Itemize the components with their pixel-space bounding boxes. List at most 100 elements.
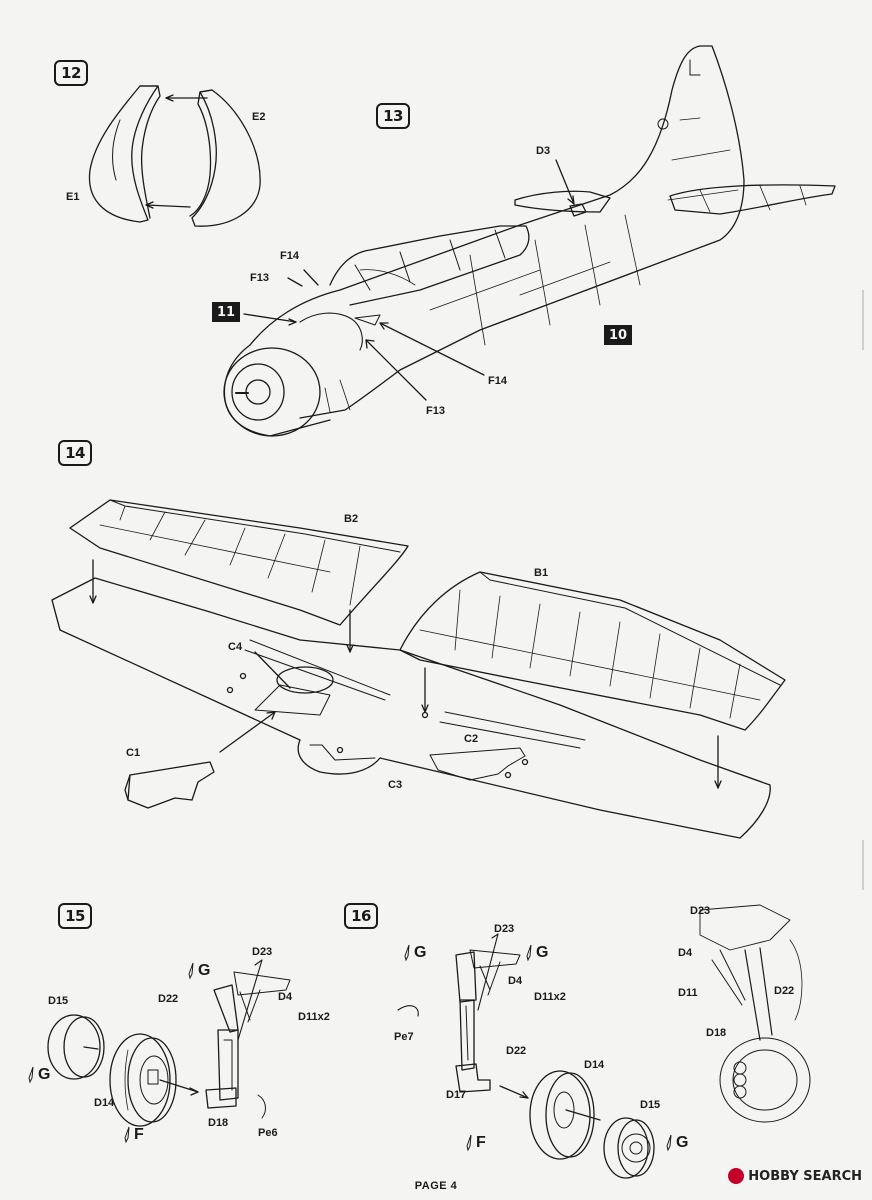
arrow-head [266,711,276,720]
part-label: D15 [640,1099,661,1111]
upper-wing-b2 [69,499,409,626]
part-label: D22 [774,985,795,997]
watermark-text: HOBBY SEARCH [748,1168,862,1184]
arrow-f14 [303,269,319,286]
arrow-f13 [287,277,303,287]
part-label: D18 [208,1117,229,1129]
part-label: E1 [66,191,80,203]
part-label: Pe7 [394,1031,414,1043]
part-label: D4 [508,975,523,987]
arrow-head [379,322,389,330]
ref-step-10: 10 [604,325,632,345]
part-label: B2 [344,513,359,525]
part-label: F13 [250,272,269,284]
part-c2 [429,747,526,781]
step16-wheel-d15 [603,1117,655,1179]
part-label: C4 [228,641,243,653]
arrow-head [365,339,375,349]
arrow-head [519,1091,529,1099]
paint-brush-icon [188,962,194,980]
paint-brush-icon [526,944,532,962]
part-label: C2 [464,733,479,745]
paint-brush-icon [466,1134,472,1152]
page-edge-mark [862,290,864,350]
step15-wheel-d15 [47,1014,105,1080]
arrow-strut-wheel [499,1085,529,1099]
paint-code: F [476,1134,486,1151]
paint-code: G [38,1066,51,1083]
part-label: F13 [426,405,445,417]
arrow-c1 [219,711,276,753]
part-label: D4 [278,991,293,1003]
part-label: D22 [158,993,179,1005]
paint-code: F [134,1126,144,1143]
reference-gear-sketch [699,904,811,1123]
arrow-d14 [159,1079,199,1093]
part-label: E2 [252,111,266,123]
part-label: D22 [506,1045,527,1057]
paint-callout: F [464,1134,486,1152]
page-number: PAGE 4 [414,1180,458,1192]
part-label: B1 [534,567,549,579]
paint-brush-icon [404,944,410,962]
part-label: D23 [252,946,273,958]
arrow-head [189,1087,199,1096]
part-label: F14 [280,250,299,262]
paint-brush-icon [124,1126,130,1144]
part-label: C1 [126,747,141,759]
arrow-head [89,595,97,604]
step16-strut [397,933,521,1093]
step15-wheel-d14 [109,1033,177,1127]
part-label: D4 [678,947,693,959]
part-label: D17 [446,1089,467,1101]
upper-wing-b1 [399,571,786,731]
paint-callout: G [664,1134,688,1152]
part-label: C3 [388,779,403,791]
arrow-head [165,94,174,102]
paint-brush-icon [28,1066,34,1084]
paint-brush-icon [666,1134,672,1152]
arrow-head [714,780,722,789]
arrow-d3 [555,159,575,205]
paint-callout: G [524,944,548,962]
part-label: F14 [488,375,507,387]
step15-strut [205,959,291,1119]
arrow-f14-b [379,322,485,376]
step16-wheel-d14 [529,1070,595,1160]
part-label: D18 [706,1027,727,1039]
ref-step-11: 11 [212,302,240,322]
page-edge-mark [862,840,864,890]
arrow-11 [243,313,297,323]
part-label: D11x2 [534,991,566,1003]
arrow-c4 [254,651,291,689]
hobby-search-logo-icon [728,1168,745,1184]
arrow-f13-b [365,339,427,401]
arrow-head [567,195,575,205]
part-label: Pe6 [258,1127,278,1139]
part-label: D14 [584,1059,605,1071]
step-number-16: 16 [344,903,378,929]
step-number-15: 15 [58,903,92,929]
paint-callout: G [186,962,210,980]
arrow-e1 [145,204,191,208]
paint-callout: F [122,1126,144,1144]
part-label: D15 [48,995,69,1007]
part-label: D14 [94,1097,115,1109]
paint-code: G [414,944,427,961]
paint-callout: G [402,944,426,962]
arrow-head [288,318,297,326]
cowling-part-e1 [88,85,161,223]
arrow-d15 [565,1109,601,1121]
step-number-12: 12 [54,60,88,86]
step-number-13: 13 [376,103,410,129]
paint-code: G [676,1134,689,1151]
watermark: HOBBY SEARCH [728,1168,862,1184]
part-c1 [124,761,215,809]
lower-wing [51,577,771,839]
cowling-part-e2 [189,89,261,227]
part-label: D11 [678,987,698,999]
arrow-head [421,704,429,713]
paint-callout: G [26,1066,50,1084]
